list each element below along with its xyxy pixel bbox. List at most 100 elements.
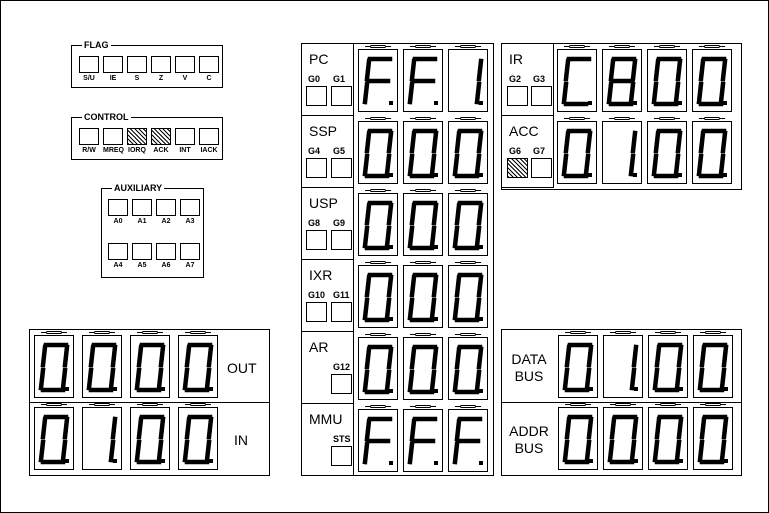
- segment-b: [631, 344, 639, 368]
- aux-led: [180, 243, 200, 260]
- decimal-point: [389, 461, 393, 465]
- segment-c: [718, 81, 726, 105]
- acc-digit-0-tick: [564, 117, 590, 120]
- ssp-digit-1-tick: [410, 117, 436, 120]
- control-bit-rw: R/W: [79, 128, 99, 155]
- segment-f: [364, 346, 372, 370]
- segment-e: [562, 439, 570, 463]
- in-digit-3-segments: [182, 414, 214, 465]
- segment-b: [110, 344, 118, 368]
- ixr-digit-1-tick: [410, 261, 436, 264]
- aux-bit-label: A6: [161, 262, 171, 269]
- decimal-point: [633, 101, 637, 105]
- in-label: IN: [234, 432, 248, 448]
- ssp-digit-1: [403, 121, 443, 184]
- data-bus-label-2: BUS: [514, 368, 544, 384]
- ar-digit-1-segments: [407, 344, 439, 395]
- ar-digit-1-tick: [410, 333, 436, 336]
- addr-bus-digit-3: [693, 407, 733, 470]
- out-digit-0-segments: [38, 342, 70, 393]
- ssp-g5-label: G5: [333, 146, 346, 156]
- aux-bit-label: A4: [113, 262, 123, 269]
- addr-bus-label-2: BUS: [514, 440, 544, 456]
- segment-e: [407, 441, 415, 465]
- addr-bus-digit-2-segments: [652, 414, 684, 465]
- aux-bit-a7: A7: [180, 243, 200, 270]
- control-bit-label: IACK: [200, 147, 218, 154]
- segment-f: [698, 58, 706, 82]
- addr-bus-digit-2-tick: [655, 403, 681, 406]
- segment-c: [718, 153, 726, 177]
- pc-label: PC: [309, 51, 329, 67]
- segment-c: [204, 439, 212, 463]
- decimal-point: [161, 459, 165, 463]
- decimal-point: [209, 459, 213, 463]
- segment-e: [562, 367, 570, 391]
- segment-e: [362, 81, 370, 105]
- decimal-point: [434, 389, 438, 393]
- segment-f: [608, 58, 616, 82]
- segment-e: [452, 153, 460, 177]
- data-bus-digit-0-tick: [565, 331, 591, 334]
- acc-digit-2-segments: [651, 128, 683, 179]
- segment-e: [697, 439, 705, 463]
- segment-c: [429, 225, 437, 249]
- control-bit-label: R/W: [82, 147, 96, 154]
- ir-digit-2: [647, 49, 687, 112]
- aux-led: [180, 199, 200, 216]
- segment-b: [720, 58, 728, 82]
- segment-e: [561, 153, 569, 177]
- flag-bit-label: C: [206, 75, 212, 82]
- data-bus-digit-1-segments: [629, 344, 639, 391]
- ir-label: IR: [509, 51, 523, 67]
- segment-b: [585, 130, 593, 154]
- ixr-digit-0: [358, 265, 398, 328]
- mmu-digit-0-tick: [365, 405, 391, 408]
- ar-digit-2: [448, 337, 488, 400]
- segment-f: [454, 274, 462, 298]
- segment-f: [136, 416, 144, 440]
- control-led: [151, 128, 171, 145]
- acc-digit-1-segments: [628, 130, 638, 177]
- segment-c: [629, 439, 637, 463]
- segment-f: [364, 274, 372, 298]
- segment-b: [206, 416, 214, 440]
- data-bus-digit-3-segments: [697, 342, 729, 393]
- ar-digit-0-segments: [362, 344, 394, 395]
- segment-f: [409, 418, 417, 442]
- decimal-point: [678, 101, 682, 105]
- decimal-point: [479, 461, 483, 465]
- ssp-digit-1-segments: [407, 128, 439, 179]
- pc-digit-0-tick: [365, 45, 391, 48]
- segment-c: [429, 369, 437, 393]
- segment-b: [631, 416, 639, 440]
- usp-digit-0-tick: [365, 189, 391, 192]
- pc-digit-1: [403, 49, 443, 112]
- aux-led: [132, 243, 152, 260]
- ixr-g10-label: G10: [308, 290, 326, 300]
- aux-bit-label: A7: [185, 262, 195, 269]
- usp-digit-1-segments: [407, 200, 439, 251]
- segment-b: [206, 344, 214, 368]
- segment-e: [134, 367, 142, 391]
- decimal-point: [389, 317, 393, 321]
- decimal-point: [679, 459, 683, 463]
- usp-digit-2: [448, 193, 488, 256]
- acc-digit-2: [647, 121, 687, 184]
- decimal-point: [678, 173, 682, 177]
- acc-digit-3: [692, 121, 732, 184]
- acc-digit-1-tick: [609, 117, 635, 120]
- decimal-point: [479, 101, 483, 105]
- decimal-point: [434, 101, 438, 105]
- segment-c: [156, 439, 164, 463]
- aux-bit-label: A0: [113, 218, 123, 225]
- segment-e: [606, 81, 614, 105]
- segment-b: [675, 58, 683, 82]
- segment-e: [362, 225, 370, 249]
- flag-bit-v: V: [175, 56, 195, 83]
- aux-bit-a5: A5: [132, 243, 152, 270]
- segment-c: [474, 225, 482, 249]
- pc-digit-0-segments: [362, 56, 393, 105]
- decimal-point: [113, 387, 117, 391]
- segment-b: [476, 346, 484, 370]
